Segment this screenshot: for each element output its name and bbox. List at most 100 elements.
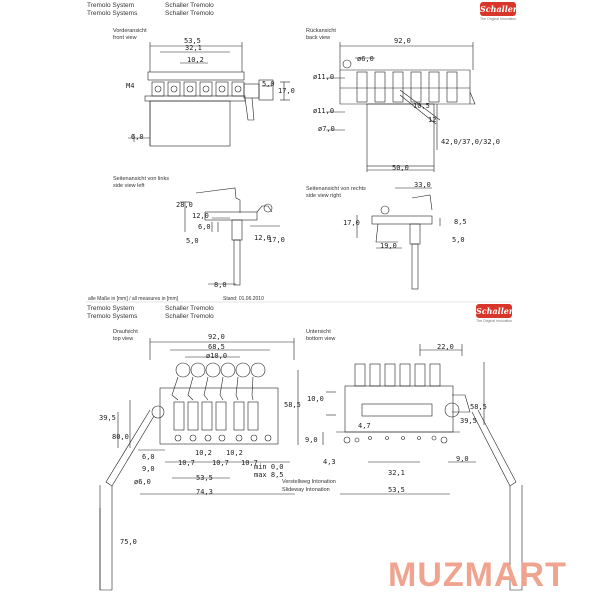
watermark: MUZMART	[388, 556, 567, 594]
sheet1-title-de: Tremolo System	[87, 2, 135, 9]
dim-bot-9-0-b: 9,0	[456, 455, 469, 463]
dim-bot-9-0: 9,0	[305, 436, 318, 444]
back-view-label-de: Rückansicht	[306, 28, 336, 34]
dim-top-6-0: 6,0	[142, 453, 155, 461]
schaller-logo: Schaller	[480, 2, 518, 16]
sheet2-title-en: Tremolo Systems	[87, 313, 138, 320]
side-left-label-de: Seitenansicht von links	[113, 176, 169, 182]
dim-bot-22-0: 22,0	[437, 343, 454, 351]
dim-top-58-5: 58,5	[284, 401, 301, 409]
dim-top-phi10: ø10,0	[206, 352, 227, 360]
schaller-logo-2: Schaller	[476, 304, 514, 318]
dim-5-0-c: 5,0	[452, 236, 465, 244]
dim-top-74-3: 74,3	[196, 488, 213, 496]
top-view-drawing	[99, 338, 299, 591]
dim-bot-4-3: 4,3	[323, 458, 336, 466]
back-view-label-en: back view	[306, 35, 331, 41]
dim-top-10-7-b: 10,7	[212, 459, 229, 467]
dim-top-10-7-c: 10,7	[241, 459, 258, 467]
units-note: alle Maße in [mm] / all measures in [mm]	[88, 296, 179, 302]
dim-top-92-0: 92,0	[208, 333, 225, 341]
dim-12-0-b: 12,0	[254, 234, 271, 242]
dim-6-0: 6,0	[131, 133, 144, 141]
dim-max: max 8,5	[254, 471, 284, 479]
dim-12: 12	[428, 116, 436, 124]
date-note: Stand: 01.06.2010	[223, 296, 264, 302]
dim-8-0: 8,0	[214, 281, 227, 289]
side-right-label-de: Seitenansicht von rechts	[306, 186, 366, 192]
dim-top-68-5: 68,5	[208, 343, 225, 351]
dim-bot-39-5: 39,5	[460, 417, 477, 425]
dim-42-37-32: 42,0/37,0/32,0	[441, 138, 500, 146]
bottom-holes	[343, 435, 448, 444]
dim-top-75-0: 75,0	[120, 538, 137, 546]
side-right-label-en: side view right	[306, 193, 341, 199]
top-holes	[174, 434, 272, 442]
bottom-saddles	[354, 363, 441, 387]
dim-top-10-2-a: 10,2	[195, 449, 212, 457]
intonation-label-en: Slideway Intonation	[282, 487, 330, 493]
dim-50-0: 50,0	[392, 164, 409, 172]
dim-10-5: 10,5	[413, 102, 430, 110]
dim-12-0: 12,0	[192, 212, 209, 220]
front-view-drawing	[128, 42, 290, 147]
dimension-labels: 53,5 32,1 10,2 M4 5,0 17,0 6,0 92,0 ø6,0…	[99, 37, 500, 546]
top-view-label-de: Draufsicht	[113, 329, 138, 335]
dim-bot-53-5: 53,5	[388, 486, 405, 494]
dim-10-2: 10,2	[187, 56, 204, 64]
front-view-label-en: front view	[113, 35, 137, 41]
dim-phi11-a: ø11,0	[313, 73, 334, 81]
dim-bot-32-1: 32,1	[388, 469, 405, 477]
logo-tagline: The Original Innovation	[480, 17, 517, 21]
sheet2-brand-de: Schaller Tremolo	[165, 305, 214, 312]
bottom-view-label-de: Untersicht	[306, 329, 331, 335]
dim-53-5: 53,5	[184, 37, 201, 45]
dim-top-10-7-a: 10,7	[178, 459, 195, 467]
dim-19-0: 19,0	[380, 242, 397, 250]
front-saddles	[151, 81, 245, 97]
sheet1-title-en: Tremolo Systems	[87, 10, 138, 17]
dim-5-0-b: 5,0	[186, 237, 199, 245]
dim-phi7: ø7,0	[318, 125, 335, 133]
sheet2-title-de: Tremolo System	[87, 305, 135, 312]
back-view-drawing	[326, 42, 476, 172]
dim-17-0-c: 17,0	[343, 219, 360, 227]
sheet1-brand-de: Schaller Tremolo	[165, 2, 214, 9]
top-view-label-en: top view	[113, 336, 134, 342]
dim-phi11-b: ø11,0	[313, 107, 334, 115]
side-left-drawing	[180, 187, 280, 286]
top-screw-blocks	[173, 401, 259, 431]
dim-bot-4-7: 4,7	[358, 422, 371, 430]
dim-bot-10-0: 10,0	[307, 395, 324, 403]
logo-tagline-2: The Original Innovation	[476, 319, 513, 323]
side-left-label-en: side view left	[113, 183, 145, 189]
dim-bot-58-5: 58,5	[470, 403, 487, 411]
sheet1-brand-en: Schaller Tremolo	[165, 10, 214, 17]
dim-17-0: 17,0	[278, 87, 295, 95]
side-right-drawing	[356, 187, 441, 290]
dim-top-39-5: 39,5	[99, 414, 116, 422]
dim-top-9-0: 9,0	[142, 465, 155, 473]
dim-5-0: 5,0	[262, 80, 275, 88]
dim-top-phi6: ø6,0	[134, 478, 151, 486]
top-saddles	[171, 362, 266, 401]
dim-33-0: 33,0	[414, 181, 431, 189]
dim-8-5: 8,5	[454, 218, 467, 226]
bottom-view-label-en: bottom view	[306, 336, 336, 342]
dim-phi6: ø6,0	[357, 55, 374, 63]
dim-m4: M4	[126, 82, 134, 90]
dim-6-0-b: 6,0	[198, 223, 211, 231]
intonation-label-de: Verstellweg Intonation	[282, 479, 336, 485]
dim-17-0-b: 17,0	[268, 236, 285, 244]
dim-top-10-2-b: 10,2	[226, 449, 243, 457]
dim-top-53-5: 53,5	[196, 474, 213, 482]
back-screws	[356, 71, 458, 103]
dim-top-80-0: 80,0	[112, 433, 129, 441]
sheet2-brand-en: Schaller Tremolo	[165, 313, 214, 320]
dim-min: min 0,0	[254, 463, 284, 471]
bottom-view-drawing	[322, 344, 523, 591]
dim-92-0: 92,0	[394, 37, 411, 45]
dim-32-1: 32,1	[185, 44, 202, 52]
dim-28-0: 28,0	[176, 201, 193, 209]
